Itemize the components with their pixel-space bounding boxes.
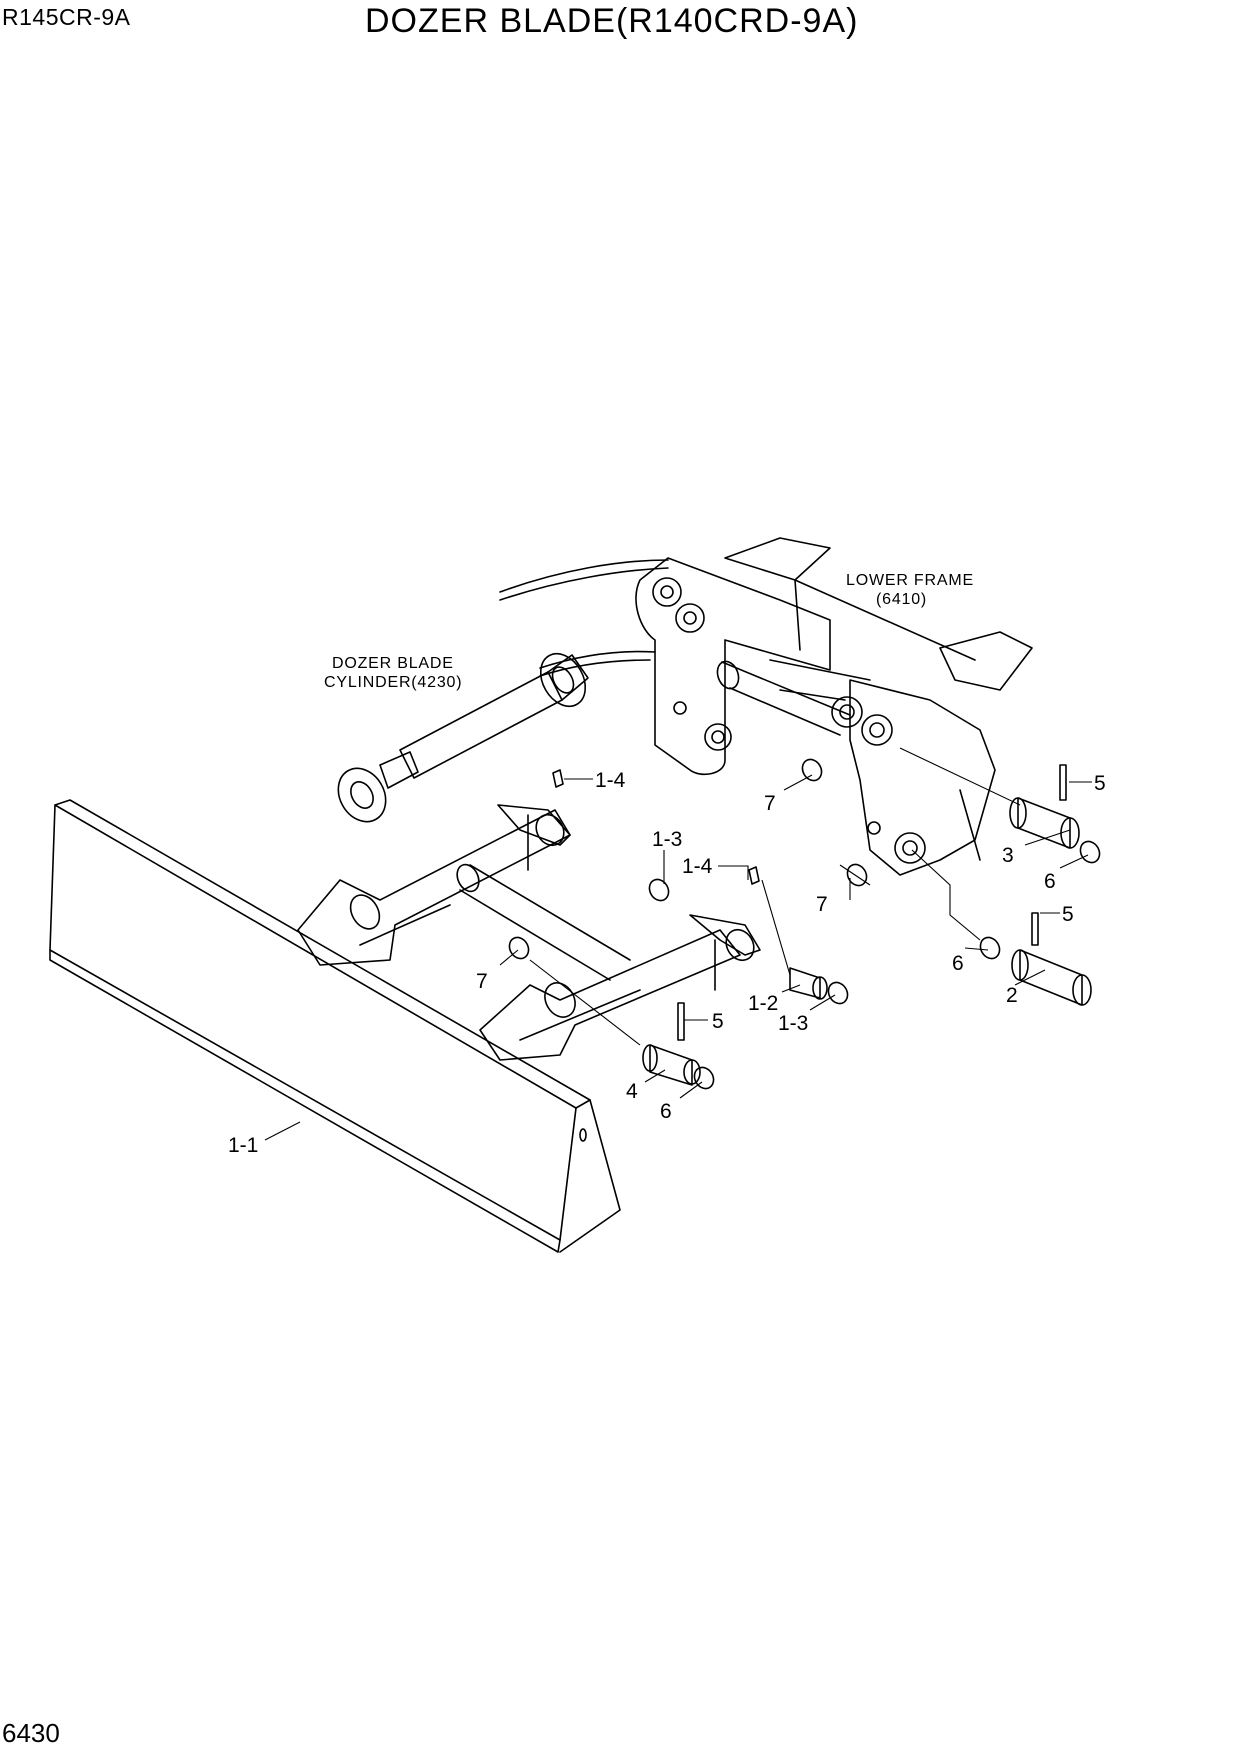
callout-1-1: 1-1 [228,1134,258,1157]
blade-assembly [49,799,761,1253]
callout-1-3-top: 1-3 [652,828,682,851]
note-lower-frame-line1: LOWER FRAME [846,572,974,589]
callout-1-4-top: 1-4 [595,769,626,792]
callout-6-bottom: 6 [660,1100,672,1123]
callout-3: 3 [1002,844,1014,867]
callout-5-bottom: 5 [712,1010,724,1033]
callout-6-top: 6 [1044,870,1056,893]
callout-6-mid: 6 [952,952,964,975]
leader-lines [264,747,1092,1141]
callout-1-4-mid: 1-4 [682,855,713,878]
callout-5-mid: 5 [1062,903,1074,926]
callout-5-top: 5 [1094,772,1106,795]
page-title: DOZER BLADE(R140CRD-9A) [365,2,859,40]
page-number: 6430 [2,1718,60,1748]
callout-4: 4 [626,1080,638,1103]
note-cylinder-line1: DOZER BLADE [332,655,454,672]
note-lower-frame-line2: (6410) [876,591,927,608]
callout-7-left: 7 [476,970,488,993]
callout-7-frame-mid: 7 [816,893,828,916]
callout-2: 2 [1006,984,1018,1007]
callout-1-3-bottom: 1-3 [778,1012,808,1035]
lower-frame [499,537,1033,876]
callout-1-2: 1-2 [748,992,778,1015]
callout-7-frame-top: 7 [764,792,776,815]
dozer-blade-cylinder [337,652,589,823]
small-parts [508,758,1101,1090]
model-code: R145CR-9A [2,4,131,30]
note-cylinder-line2: CYLINDER(4230) [324,674,462,691]
